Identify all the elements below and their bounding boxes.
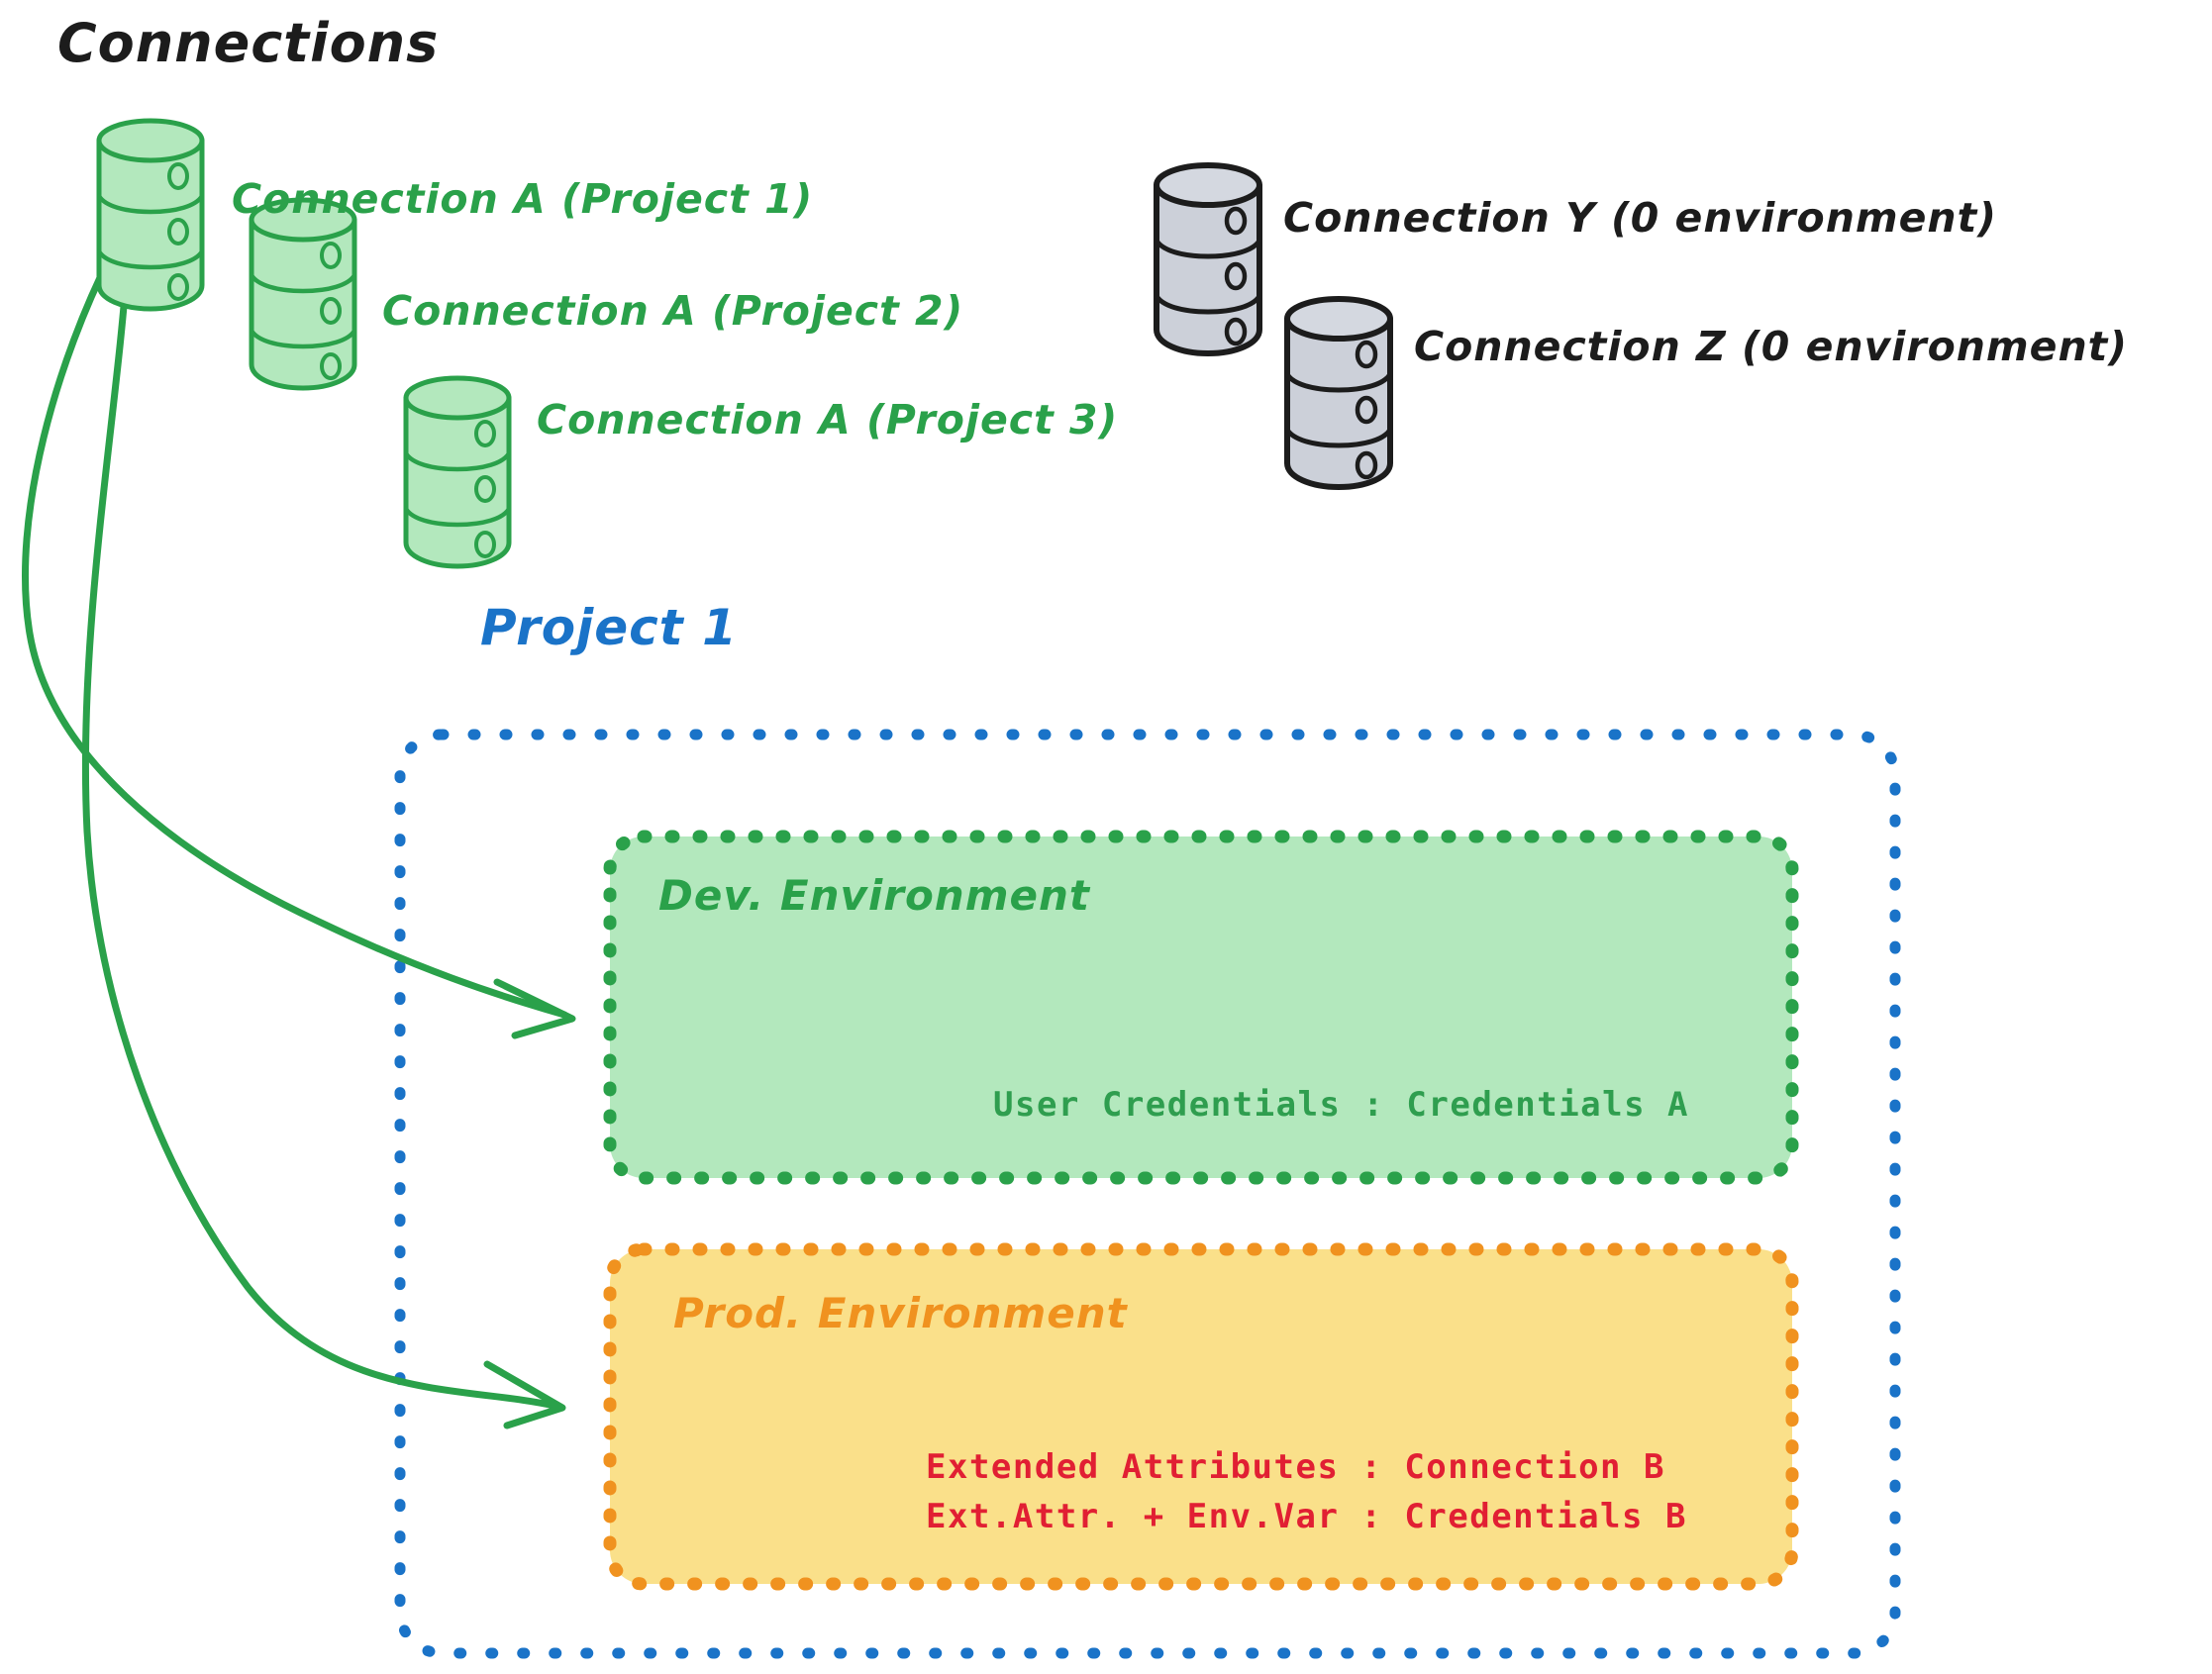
prod-environment-detail-ext-attr-env-var: Ext.Attr. + Env.Var : Credentials B [926,1497,1687,1536]
arrow-conn-a-to-prod [81,265,566,1429]
database-cylinder-icon-conn-z[interactable] [1287,299,1390,487]
connection-label-conn-a-project-1: Connection A (Project 1) [232,175,814,223]
project-1-container [394,729,1901,1659]
dev-environment-box [603,830,1799,1185]
prod-environment-box [603,1242,1799,1591]
arrow-conn-a-to-dev [22,251,576,1039]
dev-environment-detail-user-credentials: User Credentials : Credentials A [993,1085,1690,1125]
database-cylinder-icon-conn-y[interactable] [1156,165,1259,353]
page-title: Connections [57,12,440,74]
database-cylinder-icon-conn-a-1[interactable] [99,121,202,309]
dev-environment-heading: Dev. Environment [658,871,1090,920]
project-title: Project 1 [480,599,738,656]
prod-environment-detail-extended-attributes: Extended Attributes : Connection B [926,1447,1665,1487]
database-cylinder-icon-conn-a-3[interactable] [406,378,509,566]
prod-environment-heading: Prod. Environment [673,1289,1128,1337]
connection-label-conn-a-project-3: Connection A (Project 3) [537,396,1119,443]
connection-label-conn-y: Connection Y (0 environment) [1283,194,1997,242]
database-cylinder-icon-conn-a-2[interactable] [251,200,354,388]
connection-label-conn-a-project-2: Connection A (Project 2) [382,287,964,335]
connection-label-conn-z: Connection Z (0 environment) [1414,323,2128,370]
